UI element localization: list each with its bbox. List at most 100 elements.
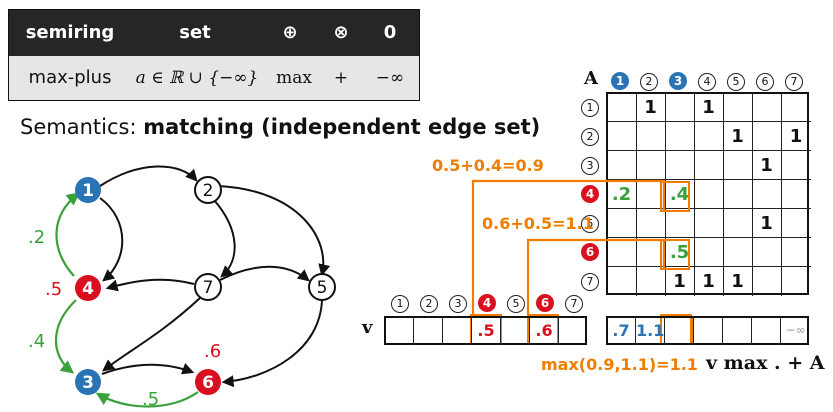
matrix-cell: 1 xyxy=(752,151,782,180)
edge-3-6 xyxy=(101,363,195,375)
matrix-row-header: 1 xyxy=(578,94,602,118)
matrix-row-header: 2 xyxy=(578,123,602,147)
semantics-title: Semantics: matching (independent edge se… xyxy=(20,115,540,139)
matrix-cell: .4 xyxy=(665,180,695,209)
path-6 xyxy=(526,238,666,314)
edge-label-4-3: .4 xyxy=(28,331,45,352)
node-1 xyxy=(75,177,101,203)
vector-header: 2 xyxy=(417,290,441,314)
node-2-label: 2 xyxy=(203,181,214,201)
matrix-col-header: 2 xyxy=(637,68,661,92)
matrix-cell xyxy=(607,93,637,122)
matrix-cell xyxy=(665,122,695,151)
vector-cell xyxy=(501,316,530,345)
node-6-label: 6 xyxy=(202,373,214,393)
node-3 xyxy=(75,369,101,395)
vector-cell xyxy=(559,316,588,345)
row-badge-3: 3 xyxy=(581,157,599,175)
row-badge-6: 6 xyxy=(581,243,599,261)
vector-v: .5 .6 xyxy=(384,316,587,345)
result-cell: 1.1 xyxy=(636,316,665,345)
matrix-cell: 1 xyxy=(752,209,782,238)
matrix-cell xyxy=(752,93,782,122)
result-cell xyxy=(694,316,723,345)
vector-cell: .5 xyxy=(472,316,501,345)
matrix-cell xyxy=(694,209,724,238)
matrix-cell xyxy=(636,238,666,267)
sum-annotation-1: 0.5+0.4=0.9 xyxy=(432,156,544,175)
matrix-col-header: 3 xyxy=(666,68,690,92)
result-cell: .7 xyxy=(607,316,636,345)
header-otimes: ⊗ xyxy=(333,22,349,43)
row-badge-7: 7 xyxy=(581,273,599,291)
matrix-cell xyxy=(752,238,782,267)
edge-5-6 xyxy=(221,299,323,388)
table-header-row: semiring set ⊕ ⊗ 0 xyxy=(9,10,419,56)
node-7 xyxy=(194,273,222,301)
matrix-cell xyxy=(607,151,637,180)
matrix-cell xyxy=(752,267,782,296)
matrix-row-headers: 1 2 3 4 5 6 7 xyxy=(578,92,608,295)
vector-header: 7 xyxy=(562,290,586,314)
matrix-col-header: 1 xyxy=(608,68,632,92)
semiring-table: semiring set ⊕ ⊗ 0 max-plus a ∈ ℝ ∪ {−∞}… xyxy=(8,9,420,101)
row-badge-2: 2 xyxy=(581,128,599,146)
edge-label-6-3: .5 xyxy=(142,389,159,410)
row-badge-5: 5 xyxy=(581,215,599,233)
matrix-cell xyxy=(694,238,724,267)
matrix-cell: .2 xyxy=(607,180,637,209)
vector-cell: .6 xyxy=(530,316,559,345)
edge-4-1 xyxy=(55,192,81,277)
max-annotation: max(0.9,1.1)=1.1 xyxy=(541,355,698,374)
result-cell xyxy=(723,316,752,345)
v-badge-1: 1 xyxy=(391,295,409,313)
matrix-cell xyxy=(607,267,637,296)
edge-label-1-4: .2 xyxy=(28,227,45,248)
vector-label: v xyxy=(362,317,373,338)
v-badge-2: 2 xyxy=(420,295,438,313)
semantics-prefix: Semantics: xyxy=(20,115,144,139)
edge-2-7 xyxy=(213,199,236,278)
matrix-cell: 1 xyxy=(723,122,753,151)
col-badge-7: 7 xyxy=(785,73,803,91)
matrix-cell xyxy=(781,209,811,238)
col-badge-4: 4 xyxy=(698,73,716,91)
path-4 xyxy=(471,179,666,314)
edge-7-5 xyxy=(219,265,310,282)
node-4 xyxy=(75,275,101,301)
matrix-row-header: 4 xyxy=(578,181,602,205)
col-badge-5: 5 xyxy=(727,73,745,91)
matrix-col-header: 5 xyxy=(724,68,748,92)
matrix-cell: 1 xyxy=(723,267,753,296)
matrix-cell xyxy=(607,209,637,238)
col-badge-2: 2 xyxy=(640,73,658,91)
matrix-cell xyxy=(694,151,724,180)
matrix-cell xyxy=(636,151,666,180)
vector-header: 6 xyxy=(533,290,557,314)
highlight-a63 xyxy=(660,239,690,270)
vector-cell xyxy=(443,316,472,345)
cell-oplus: max xyxy=(276,68,312,88)
matrix-cell xyxy=(636,267,666,296)
matrix-col-header: 4 xyxy=(695,68,719,92)
matrix-cell xyxy=(752,180,782,209)
node-1-label: 1 xyxy=(82,181,94,201)
header-oplus: ⊕ xyxy=(282,22,298,43)
result-label-text: v max . + A xyxy=(706,352,825,374)
row-badge-4: 4 xyxy=(581,185,599,203)
matrix-cell xyxy=(665,209,695,238)
header-set: set xyxy=(179,22,211,43)
node-label-6: .6 xyxy=(204,341,221,362)
result-cell: −∞ xyxy=(785,323,806,337)
matrix-col-header: 6 xyxy=(753,68,777,92)
semantics-bold: matching (independent edge set) xyxy=(143,115,541,139)
node-3-label: 3 xyxy=(82,373,94,393)
cell-otimes: + xyxy=(333,68,349,88)
matrix-cell xyxy=(781,238,811,267)
matrix-cell xyxy=(636,122,666,151)
matrix-cell xyxy=(607,122,637,151)
cell-set: a ∈ ℝ ∪ {−∞} xyxy=(135,68,259,88)
v-badge-3: 3 xyxy=(449,295,467,313)
